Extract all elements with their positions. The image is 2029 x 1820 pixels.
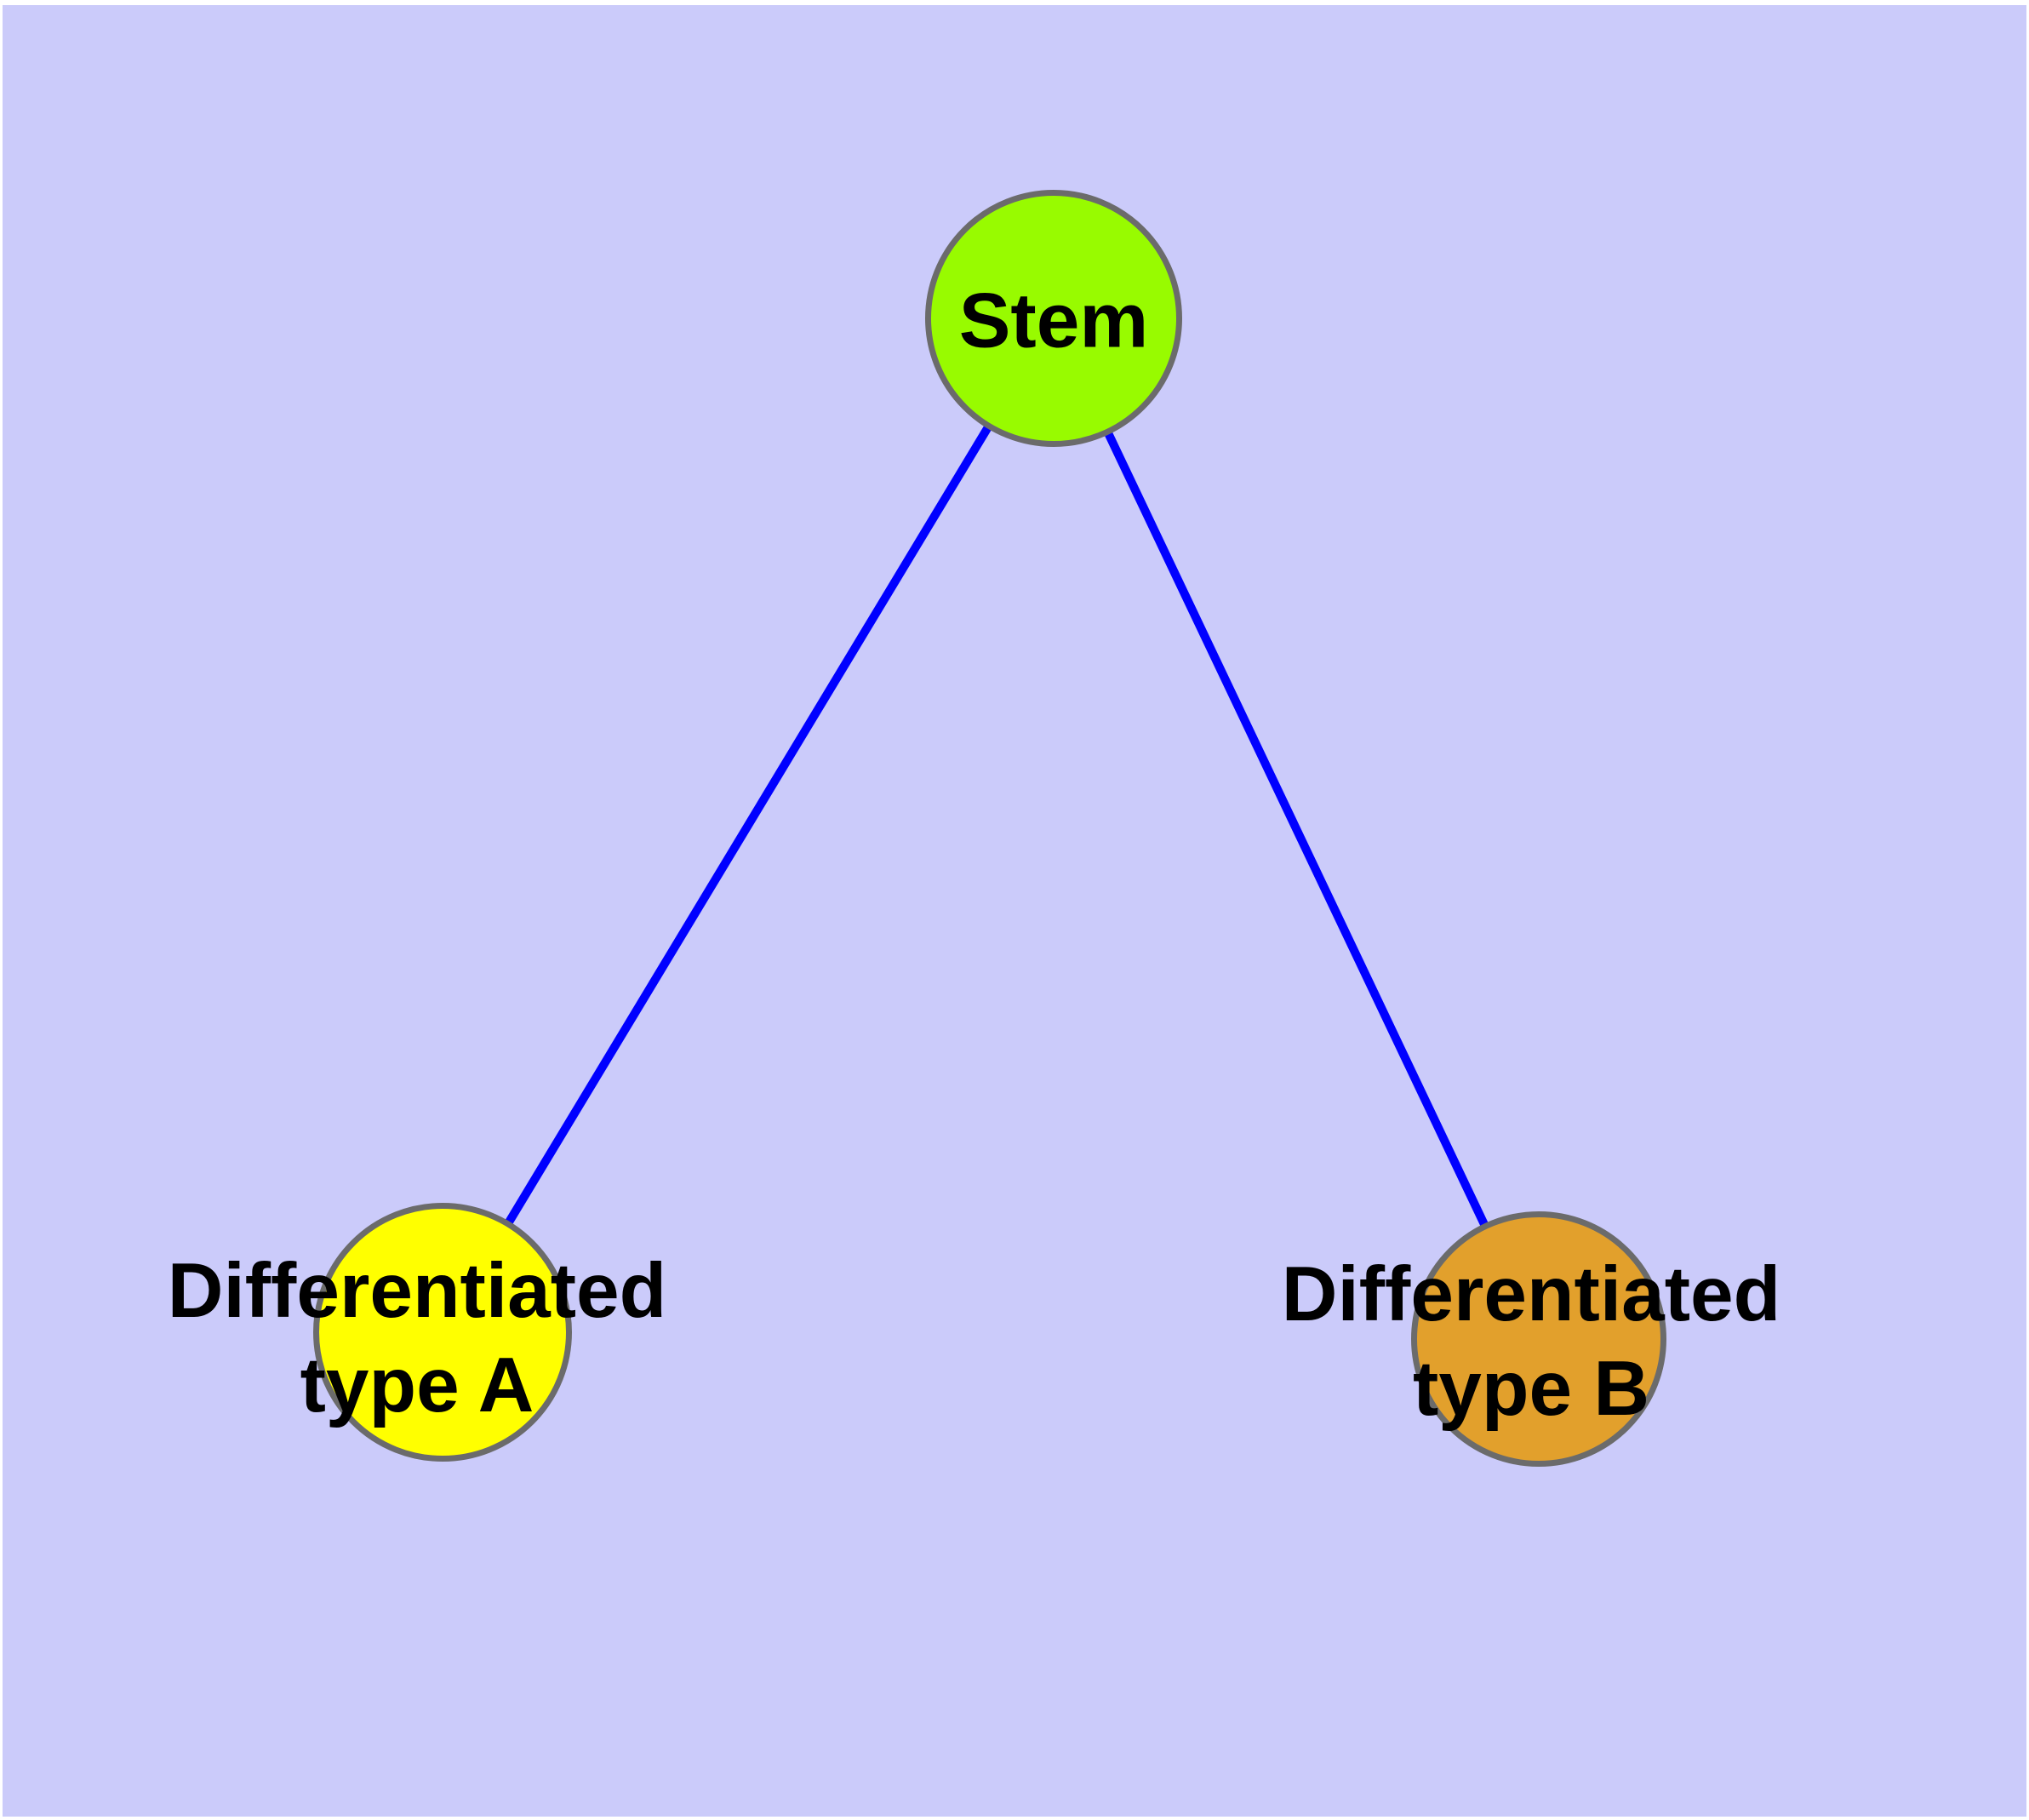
typeA-node-circle	[313, 1203, 572, 1462]
typeA-node-label: Differentiated type A	[167, 1248, 667, 1428]
stem-node-circle	[925, 190, 1182, 447]
edge-stem-typeA	[438, 316, 1058, 1335]
typeB-node-label: Differentiated type B	[1281, 1251, 1781, 1432]
edge-stem-typeB	[1049, 316, 1543, 1342]
typeB-node-circle	[1411, 1211, 1666, 1467]
stem-node-label: Stem	[958, 278, 1149, 364]
